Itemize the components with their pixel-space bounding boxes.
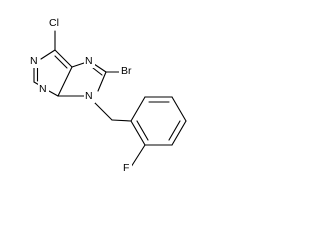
bond-ring-1 [130,96,146,122]
atom-label-bromine: Br [121,65,132,77]
bond-c6-n1 [40,49,56,60]
bond-c5-n7 [71,62,85,68]
bond-lines [33,30,187,168]
bond-c-f [130,144,146,168]
molecule-structure: Cl Br F N N N N [29,16,187,175]
bond-n9-ch2 [94,102,113,121]
bond-n7-c8-inner [92,67,103,76]
bond-ring-4 [171,120,187,146]
bond-n3-c4 [48,90,59,97]
bond-c5-c6 [54,49,73,68]
atom-label-nitrogen-9: N [85,90,93,102]
atom-labels: Cl Br F N N N N [29,16,135,175]
atom-label-nitrogen-7: N [85,55,93,67]
bond-c5-c6-inner [54,55,68,69]
bond-ring-inner-b [168,120,181,141]
bond-ring-3 [171,96,187,122]
atom-label-nitrogen-3: N [39,83,47,95]
atom-label-nitrogen-1: N [30,55,38,67]
bond-c4-c5 [57,66,73,97]
bond-ch2-c1 [111,119,132,122]
bond-ring-6 [130,120,146,146]
atom-label-chlorine: Cl [49,17,59,29]
atom-label-fluorine: F [123,162,129,174]
bond-n7-c8 [93,63,107,73]
bond-c8-n9 [97,71,107,92]
bond-ring-inner-c [136,120,149,141]
